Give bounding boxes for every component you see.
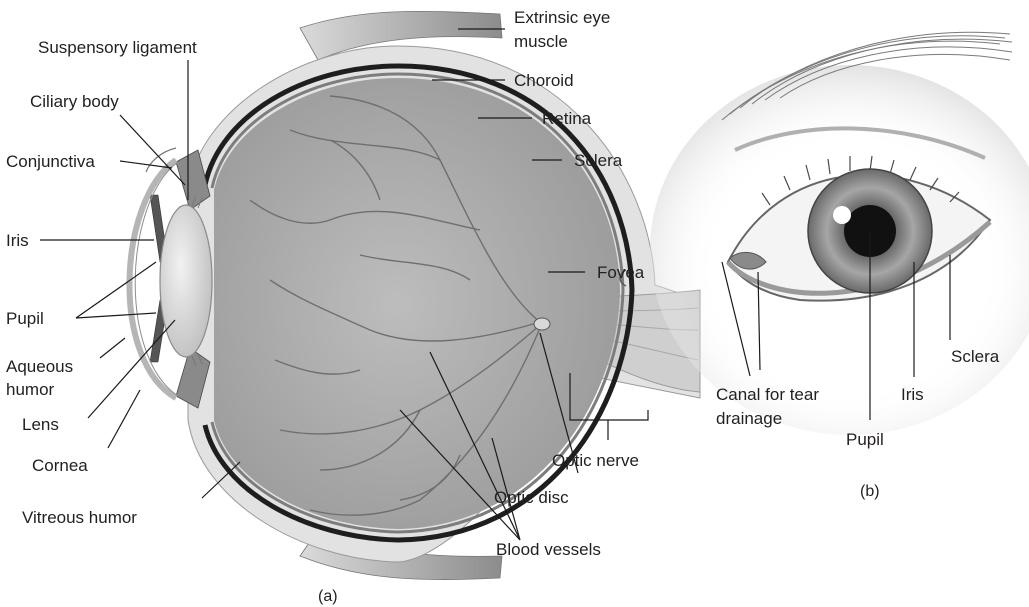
- label-conjunctiva: Conjunctiva: [6, 152, 95, 171]
- label-extrinsic-eye-muscle-2: muscle: [514, 32, 568, 51]
- caption-b: (b): [860, 483, 880, 500]
- external-eye-illustration: [650, 32, 1029, 435]
- label-extrinsic-eye-muscle-1: Extrinsic eye: [514, 8, 610, 27]
- caption-a: (a): [318, 588, 338, 605]
- label-pupil-a: Pupil: [6, 309, 44, 328]
- label-lens: Lens: [22, 415, 59, 434]
- label-aqueous-humor-2: humor: [6, 380, 55, 399]
- label-canal-tear-drainage-1: Canal for tear: [716, 385, 819, 404]
- label-fovea: Fovea: [597, 263, 645, 282]
- label-canal-tear-drainage-2: drainage: [716, 409, 782, 428]
- label-retina: Retina: [542, 109, 592, 128]
- label-iris-a: Iris: [6, 231, 29, 250]
- lens-shape: [160, 205, 212, 357]
- eye-cross-section: [129, 11, 700, 579]
- label-sclera-b: Sclera: [951, 347, 1000, 366]
- label-optic-disc: Optic disc: [494, 488, 569, 507]
- catchlight: [833, 206, 851, 224]
- label-pupil-b: Pupil: [846, 430, 884, 449]
- label-suspensory-ligament: Suspensory ligament: [38, 38, 197, 57]
- label-sclera-a: Sclera: [574, 151, 623, 170]
- label-cornea: Cornea: [32, 456, 88, 475]
- optic-disc: [534, 318, 550, 330]
- label-vitreous-humor: Vitreous humor: [22, 508, 137, 527]
- label-ciliary-body: Ciliary body: [30, 92, 119, 111]
- label-optic-nerve: Optic nerve: [552, 451, 639, 470]
- label-choroid: Choroid: [514, 71, 574, 90]
- label-iris-b: Iris: [901, 385, 924, 404]
- label-aqueous-humor-1: Aqueous: [6, 357, 73, 376]
- label-blood-vessels: Blood vessels: [496, 540, 601, 559]
